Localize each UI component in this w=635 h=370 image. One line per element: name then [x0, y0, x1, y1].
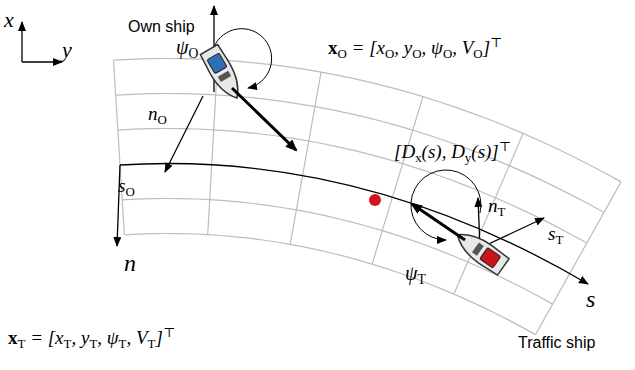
- subscript: T: [119, 336, 127, 351]
- subscript: T: [64, 336, 72, 351]
- axis-label-group: s: [586, 286, 595, 312]
- axis-label-group: n: [124, 250, 136, 276]
- state-vector: x: [8, 327, 18, 348]
- subscript: O: [385, 46, 394, 61]
- path-point-label: (s), D: [422, 141, 465, 162]
- state-vector: x: [328, 37, 338, 58]
- axis-label: s: [586, 286, 595, 312]
- ship-name: Traffic ship: [518, 334, 595, 351]
- subscript: O: [473, 46, 482, 61]
- reference-path: [120, 163, 588, 284]
- state-vector: = [x: [347, 37, 385, 58]
- subscript: O: [158, 112, 167, 127]
- curvilinear-grid: [114, 59, 622, 335]
- subscript: y: [465, 150, 471, 165]
- subscript: T: [498, 204, 506, 219]
- subscript: x: [415, 150, 421, 165]
- ship-name: Own ship: [128, 18, 195, 35]
- path-point-label: (s)]: [471, 141, 498, 162]
- arc-length-group: sO: [118, 176, 135, 199]
- heading-angle-group: ψO: [176, 36, 198, 62]
- subscript: T: [148, 336, 156, 351]
- axis-label: n: [124, 250, 136, 276]
- subscript: T: [18, 336, 26, 351]
- heading-angle: ψ: [176, 36, 188, 58]
- state-vector: = [x: [25, 327, 63, 348]
- state-vector: , V: [452, 37, 473, 58]
- normal-offset-group: nO: [148, 104, 167, 127]
- grid-line: [208, 60, 218, 235]
- axis-label: x: [4, 7, 14, 32]
- arc-length: s: [118, 175, 125, 196]
- heading-angle: ψ: [405, 262, 417, 284]
- state-vector: , y: [394, 37, 412, 58]
- y-axis: [22, 61, 62, 62]
- arc-length-group: sT: [548, 224, 563, 247]
- heading-angle-group: ψT: [405, 262, 426, 288]
- subscript: O: [443, 46, 452, 61]
- state-vector: , y: [71, 327, 89, 348]
- superscript: ⊤: [499, 139, 511, 154]
- path-point-label-group: [Dx(s), Dy(s)]⊤: [394, 140, 511, 165]
- state-vector-group: xO = [xO, yO, ψO, VO]⊤: [328, 36, 502, 61]
- state-vector-group: xT = [xT, yT, ψT, VT]⊤: [8, 326, 175, 351]
- axis-label-group: x: [4, 8, 14, 32]
- subscript: T: [417, 272, 425, 287]
- subscript: T: [555, 232, 563, 247]
- subscript: O: [412, 46, 421, 61]
- grid-line: [536, 182, 622, 335]
- ship-name-group: Traffic ship: [518, 334, 595, 352]
- grid-line: [116, 94, 604, 213]
- grid-line: [372, 97, 423, 264]
- x-axis: [21, 22, 22, 62]
- state-vector: , ψ: [97, 327, 118, 348]
- state-vector: , V: [126, 327, 147, 348]
- subscript: O: [338, 46, 347, 61]
- axis-label: y: [62, 37, 72, 62]
- axis-label-group: y: [62, 38, 72, 62]
- subscript: O: [188, 46, 198, 61]
- traffic-ship: [411, 170, 544, 276]
- ship-name-group: Own ship: [128, 18, 195, 36]
- superscript: ⊤: [163, 325, 175, 340]
- normal-offset: n: [148, 103, 158, 124]
- state-vector: , ψ: [422, 37, 443, 58]
- grid-line: [290, 72, 321, 244]
- normal-offset: n: [488, 195, 498, 216]
- subscript: T: [89, 336, 97, 351]
- path-point: [369, 194, 381, 206]
- subscript: O: [125, 184, 134, 199]
- path-point-label: [D: [394, 141, 415, 162]
- state-vector: ]: [155, 327, 162, 348]
- state-vector: ]: [483, 37, 490, 58]
- normal-offset-group: nT: [488, 196, 505, 219]
- superscript: ⊤: [490, 35, 502, 50]
- arc-length: s: [548, 223, 555, 244]
